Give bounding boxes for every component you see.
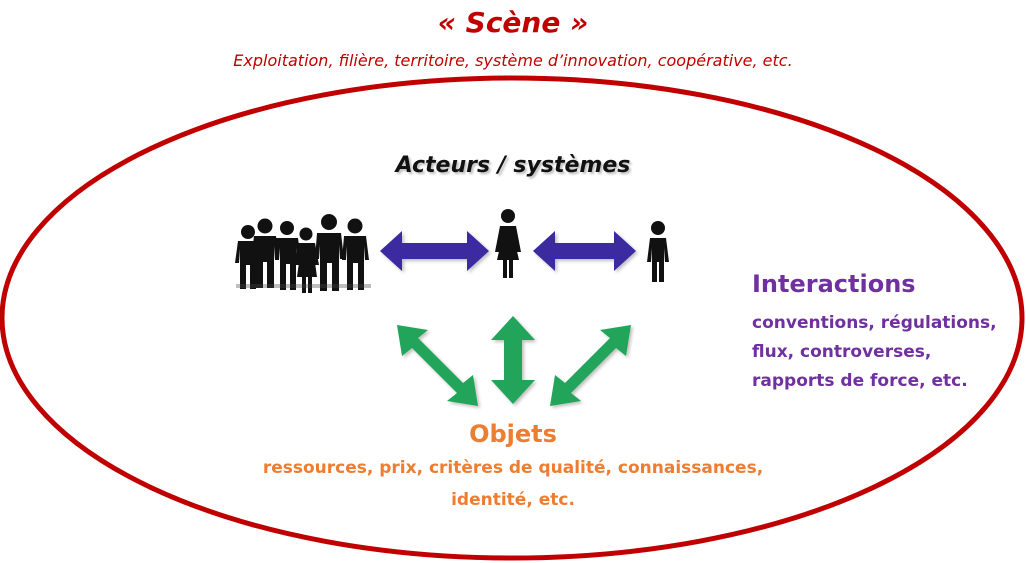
group-people-icon bbox=[235, 214, 371, 293]
arrow-group-woman bbox=[380, 231, 489, 271]
arrow-objects-center bbox=[491, 316, 535, 404]
interactions-line: conventions, régulations, bbox=[752, 313, 997, 333]
arrow-objects-right bbox=[550, 325, 631, 406]
man-icon bbox=[647, 221, 669, 282]
scene-ellipse bbox=[0, 75, 1025, 561]
scene-title: « Scène » bbox=[437, 6, 589, 39]
interactions-title: Interactions bbox=[752, 270, 916, 298]
objects-line: ressources, prix, critères de qualité, c… bbox=[262, 458, 764, 478]
interactions-line: flux, controverses, bbox=[752, 342, 932, 362]
actors-label: Acteurs / systèmes bbox=[395, 153, 631, 178]
objects-title: Objets bbox=[469, 420, 557, 448]
interactions-line: rapports de force, etc. bbox=[752, 371, 968, 391]
scene-subtitle: Exploitation, filière, territoire, systè… bbox=[233, 51, 793, 70]
arrow-objects-left bbox=[397, 325, 478, 406]
objects-line: identité, etc. bbox=[451, 490, 575, 510]
arrow-woman-man bbox=[533, 231, 636, 271]
woman-icon bbox=[495, 209, 521, 278]
